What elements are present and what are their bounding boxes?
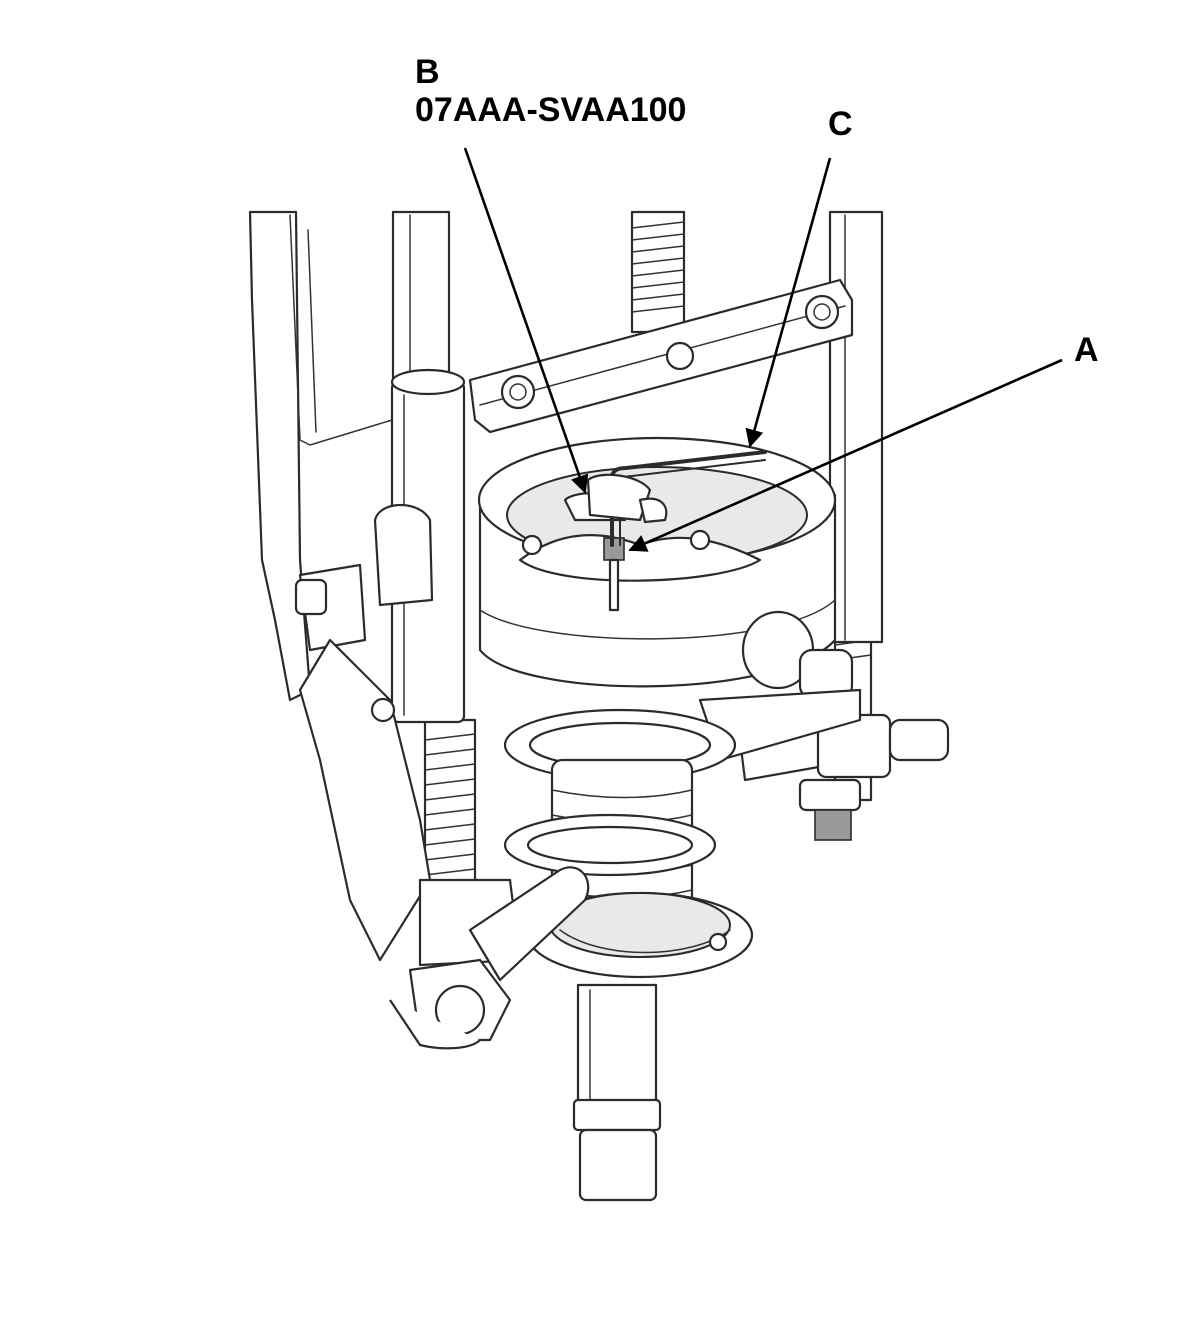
housing-side-port <box>741 610 854 700</box>
callout-a-letter: A <box>1074 331 1099 369</box>
callout-c-letter: C <box>828 105 853 143</box>
lower-spring-seat <box>526 891 754 979</box>
callout-b-letter: B <box>415 53 440 91</box>
leader-line-b <box>463 147 589 494</box>
leader-line-c <box>745 157 832 448</box>
column-left <box>391 210 451 384</box>
frame-back-plate <box>248 210 393 702</box>
threaded-rod-rear-center <box>630 210 686 334</box>
strut-shaft <box>572 983 662 1202</box>
coil-spring <box>503 708 737 912</box>
bracket-left <box>294 563 432 962</box>
special-tool-b <box>586 473 668 524</box>
jack-left-handle <box>389 866 590 1050</box>
callout-b-part-number: 07AAA-SVAA100 <box>415 91 687 129</box>
leader-line-a <box>628 358 1063 552</box>
jack-right <box>698 688 950 841</box>
column-right <box>828 210 884 644</box>
